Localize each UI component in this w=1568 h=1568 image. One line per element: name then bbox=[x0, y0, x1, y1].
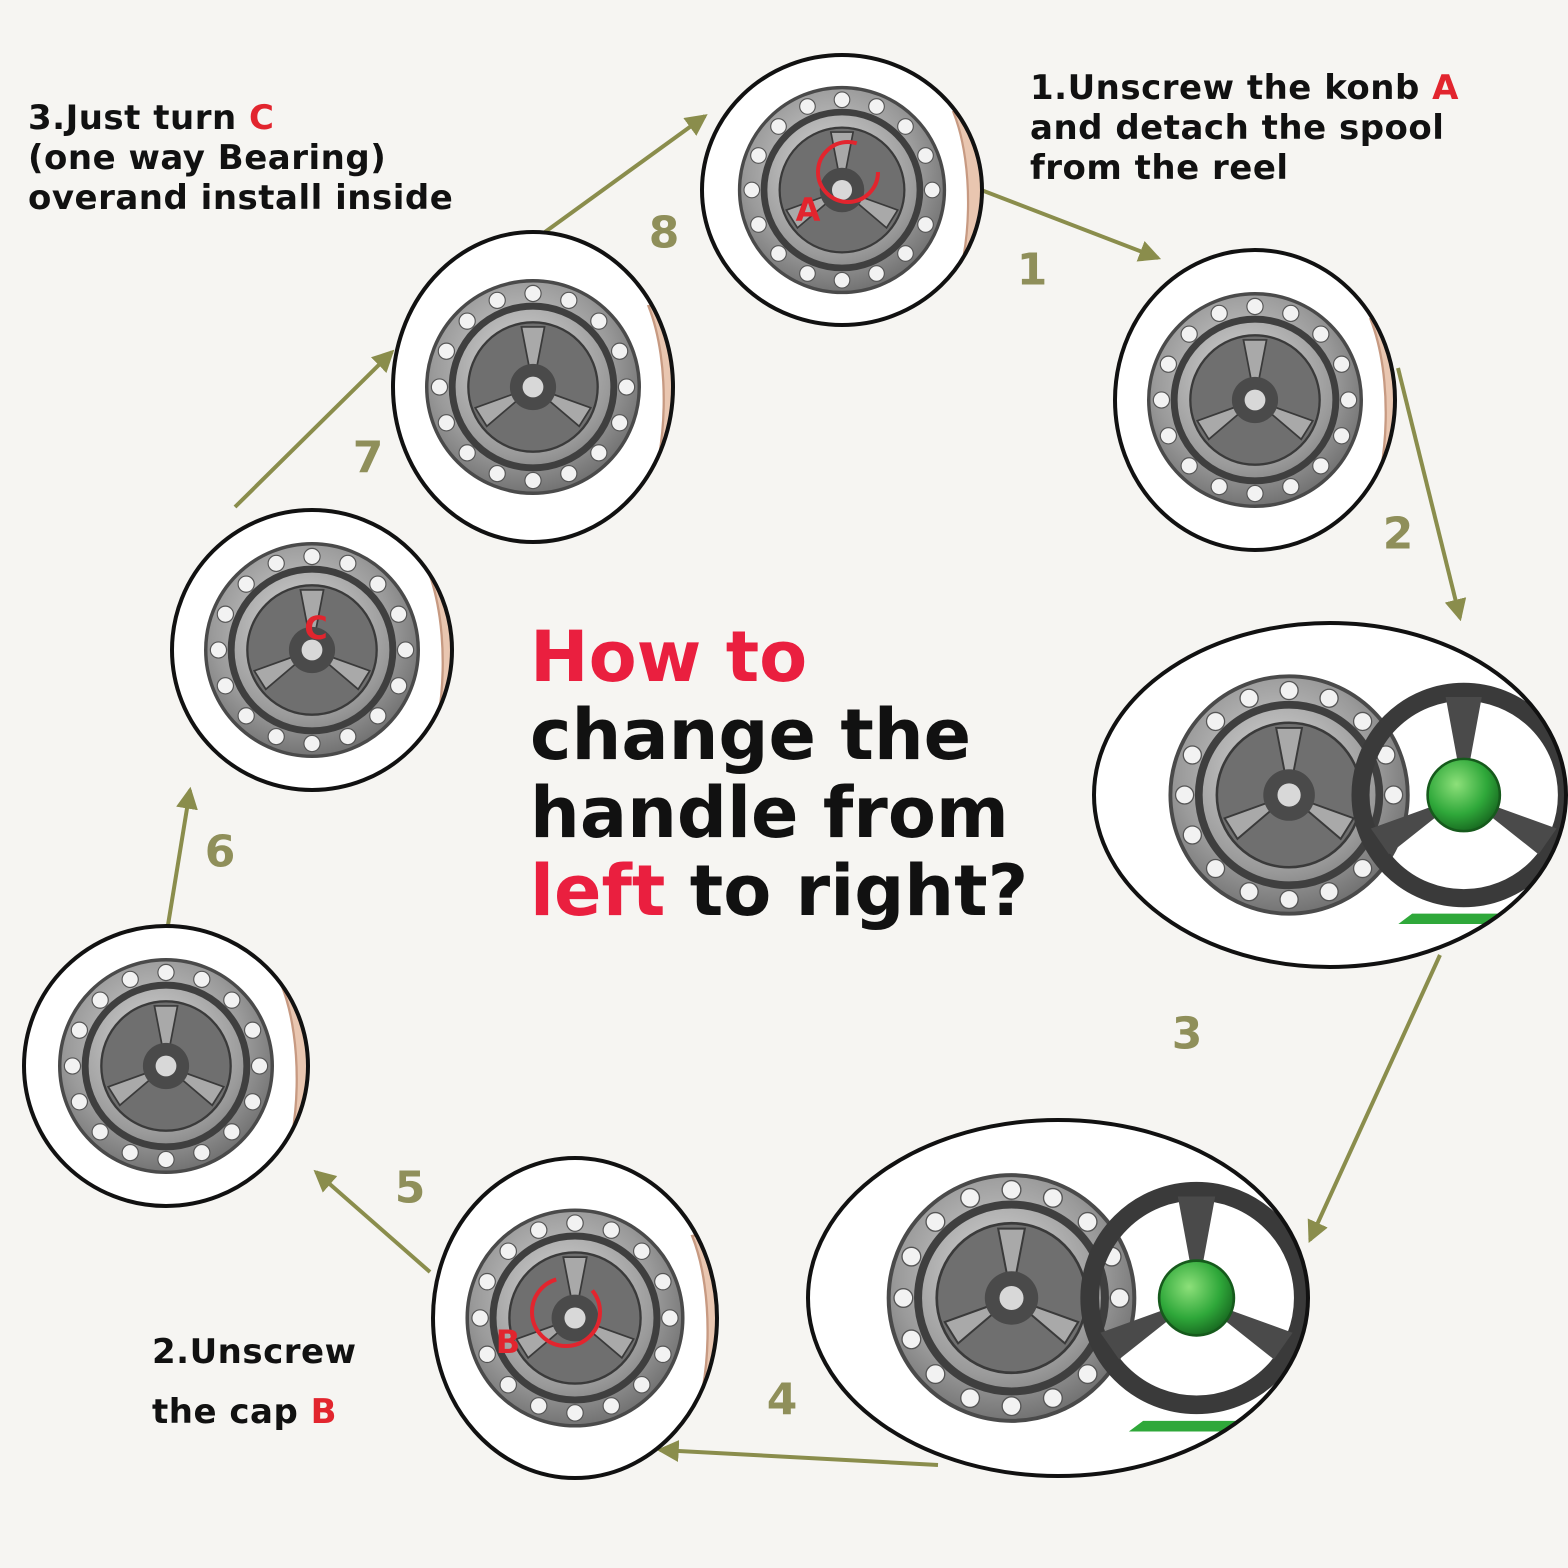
photo-marker-b: B bbox=[496, 1323, 520, 1361]
title-line-4: left to right? bbox=[530, 850, 1029, 932]
step-photo-knob-removed bbox=[1113, 248, 1397, 552]
step-photo-reel-assembled bbox=[700, 53, 984, 327]
instruction-step-1-line-1: 1.Unscrew the konb A bbox=[1030, 68, 1459, 108]
instruction-step-2: 2.Unscrew the cap B bbox=[152, 1322, 357, 1442]
step-number-2: 2 bbox=[1383, 509, 1414, 560]
photo-marker-c: C bbox=[304, 609, 327, 647]
step-photo-turn-bearing bbox=[170, 508, 454, 792]
fly-reel-spool bbox=[740, 88, 945, 293]
step-photo-install-spool bbox=[391, 230, 675, 544]
photo-frame-outline bbox=[806, 1118, 1310, 1478]
flow-arrow-2 bbox=[1396, 367, 1467, 622]
step-numbers: 1 2 3 4 5 6 7 8 bbox=[205, 208, 1414, 1426]
flow-arrow-7 bbox=[233, 349, 395, 509]
fly-reel-spool bbox=[206, 544, 419, 757]
flow-arrow-4 bbox=[656, 1440, 939, 1467]
instruction-step-3-line-1: 3.Just turn C bbox=[28, 98, 275, 138]
step-photo-cap-removed bbox=[22, 924, 310, 1208]
step-photos bbox=[22, 53, 1568, 1480]
rotation-indicator-a bbox=[816, 140, 880, 204]
rotation-indicator-b bbox=[530, 1276, 602, 1348]
fly-reel-spool bbox=[1149, 294, 1362, 507]
photo-frame-outline bbox=[1113, 248, 1397, 552]
flow-arrow-3 bbox=[1307, 954, 1442, 1244]
photo-frame-outline bbox=[700, 53, 984, 327]
flow-arrow-5 bbox=[313, 1169, 432, 1274]
fly-reel-spool bbox=[427, 281, 640, 494]
photo-frame-outline bbox=[22, 924, 310, 1208]
instruction-step-3: 3.Just turn C (one way Bearing) overand … bbox=[28, 98, 453, 218]
step-number-7: 7 bbox=[353, 433, 384, 484]
instruction-step-2-line-1: 2.Unscrew bbox=[152, 1332, 357, 1372]
step-photo-unscrew-cap bbox=[431, 1156, 719, 1480]
marker-c-label: C bbox=[249, 98, 275, 138]
step-photo-parts-flipped bbox=[806, 1118, 1310, 1478]
page-title: How to change the handle from left to ri… bbox=[530, 618, 1028, 930]
photo-frame-outline bbox=[431, 1156, 719, 1480]
photo-markers: A B C bbox=[304, 140, 880, 1361]
instruction-step-2-line-2: the cap B bbox=[152, 1392, 338, 1432]
step-number-4: 4 bbox=[767, 1375, 798, 1426]
photo-marker-a: A bbox=[796, 191, 821, 229]
flow-arrow-6 bbox=[166, 786, 198, 926]
instruction-step-1-line-2: and detach the spool bbox=[1030, 108, 1445, 148]
photo-frame-outline bbox=[391, 230, 675, 544]
flow-arrow-8 bbox=[543, 114, 708, 234]
title-line-1: How to bbox=[530, 616, 808, 698]
marker-b-label: B bbox=[310, 1392, 338, 1432]
instruction-step-1-line-3: from the reel bbox=[1030, 148, 1289, 188]
marker-a-label: A bbox=[1432, 68, 1459, 108]
step-number-5: 5 bbox=[395, 1163, 426, 1214]
flow-arrow-1 bbox=[949, 176, 1162, 262]
instruction-step-1: 1.Unscrew the konb A and detach the spoo… bbox=[1030, 68, 1459, 188]
step-number-8: 8 bbox=[649, 208, 680, 259]
instruction-step-3-line-3: overand install inside bbox=[28, 178, 454, 218]
step-number-1: 1 bbox=[1017, 245, 1048, 296]
fly-reel-spool bbox=[60, 960, 273, 1173]
flow-arrows bbox=[166, 114, 1467, 1467]
step-number-6: 6 bbox=[205, 827, 236, 878]
step-photo-spool-detached bbox=[1092, 621, 1568, 969]
photo-frame-outline bbox=[170, 508, 454, 792]
fly-reel-spool bbox=[467, 1210, 683, 1426]
title-line-2: change the bbox=[530, 694, 972, 776]
instruction-step-3-line-2: (one way Bearing) bbox=[28, 138, 387, 178]
step-number-3: 3 bbox=[1172, 1009, 1203, 1060]
photo-frame-outline bbox=[1092, 621, 1568, 969]
title-line-3: handle from bbox=[530, 772, 1009, 854]
fly-reel-spool bbox=[1170, 676, 1407, 913]
